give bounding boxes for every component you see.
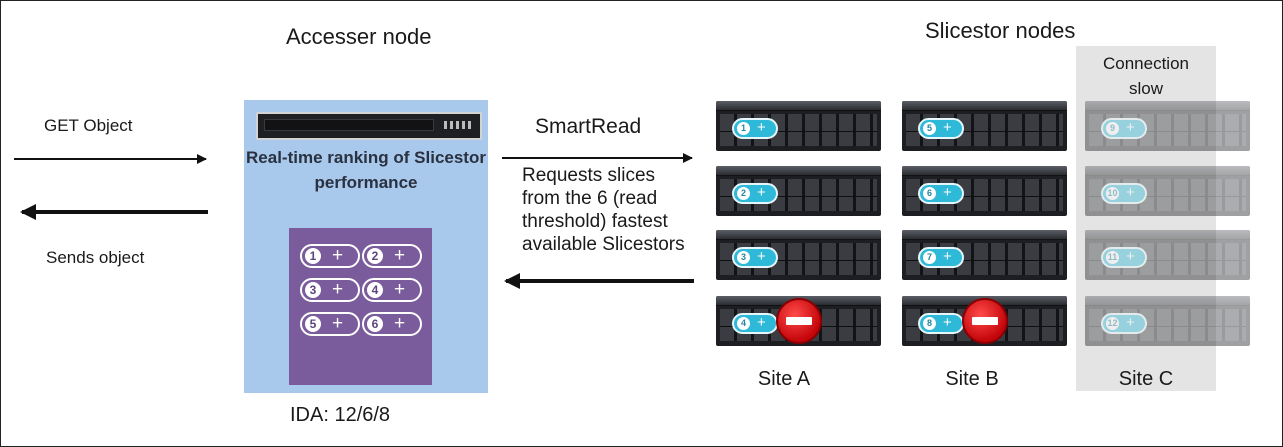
plus-icon: + [943,248,952,265]
smartread-label: SmartRead [535,115,642,138]
slicestor-number: 8 [923,317,936,330]
slicestor-badge: 9+ [1101,118,1147,139]
smartread-description-line-3: threshold) fastest [522,211,668,232]
slow-connection-highlight [1076,46,1216,391]
no-entry-icon [962,298,1008,344]
plus-icon: + [332,245,344,266]
plus-icon: + [757,184,766,201]
smartread-description-line-1: Requests slices [522,165,656,186]
plus-icon: + [394,245,406,266]
get-object-label: GET Object [44,116,133,135]
ranked-slicestor-number: 6 [367,316,383,332]
accesser-server-icon [256,112,482,140]
plus-icon: + [394,279,406,300]
ranked-slicestor-number: 1 [305,248,321,264]
plus-icon: + [757,119,766,136]
slicestor-badge: 1+ [732,118,778,139]
slicestor-server-3: 3+ [716,230,881,280]
plus-icon: + [332,313,344,334]
slicestor-badge: 7+ [918,247,964,268]
slicestor-badge: 3+ [732,247,778,268]
slicestor-number: 6 [923,187,936,200]
ranked-slicestor-5: 5+ [300,312,360,336]
plus-icon: + [943,184,952,201]
slicestor-server-7: 7+ [902,230,1067,280]
plus-icon: + [394,313,406,334]
slicestor-number: 10 [1106,187,1119,200]
ranked-slicestor-number: 3 [305,282,321,298]
slicestor-number: 11 [1106,251,1119,264]
ranked-slicestor-6: 6+ [362,312,422,336]
slicestor-badge: 2+ [732,183,778,204]
plus-icon: + [757,248,766,265]
slicestor-badge: 4+ [732,313,778,334]
plus-icon: + [943,119,952,136]
slicestor-server-6: 6+ [902,166,1067,216]
connection-slow-line-1: Connection [1102,54,1189,73]
ranking-title: Real-time ranking of Slicestor performan… [246,148,486,192]
slicestor-number: 3 [737,251,750,264]
accesser-node-title: Accesser node [286,24,432,49]
plus-icon: + [1126,184,1135,201]
slicestor-server-11: 11 + [1085,230,1250,280]
slicestor-number: 7 [923,251,936,264]
slicestor-server-10: 10 + [1085,166,1250,216]
ranked-slicestor-2: 2+ [362,244,422,268]
plus-icon: + [757,314,766,331]
site-a-label: Site A [757,368,811,390]
plus-icon: + [332,279,344,300]
slicestor-server-5: 5+ [902,101,1067,151]
ida-label: IDA: 12/6/8 [290,404,391,426]
slicestor-server-2: 2+ [716,166,881,216]
plus-icon: + [1126,314,1135,331]
slicestor-badge: 6+ [918,183,964,204]
smartread-description-line-2: from the 6 (read [522,188,658,209]
slicestor-nodes-title: Slicestor nodes [925,18,1076,43]
ranked-slicestor-number: 2 [367,248,383,264]
plus-icon: + [943,314,952,331]
slicestor-badge: 11 + [1101,247,1147,268]
sends-object-label: Sends object [46,248,145,267]
no-entry-icon [776,298,822,344]
ranked-slicestor-1: 1+ [300,244,360,268]
ranked-slicestor-number: 5 [305,316,321,332]
slicestor-badge: 5+ [918,118,964,139]
slicestor-number: 9 [1106,122,1119,135]
ranked-slicestor-3: 3+ [300,278,360,302]
ranked-slicestor-number: 4 [367,282,383,298]
slicestor-number: 4 [737,317,750,330]
slicestor-badge: 12 + [1101,313,1147,334]
connection-slow-line-2: slow [1128,79,1163,98]
ranked-slicestor-4: 4+ [362,278,422,302]
smartread-description-line-4: available Slicestors [522,234,685,255]
site-c-label: Site C [1118,368,1174,390]
slicestor-server-12: 12 + [1085,296,1250,346]
slicestor-number: 5 [923,122,936,135]
slicestor-server-9: 9+ [1085,101,1250,151]
slicestor-server-1: 1+ [716,101,881,151]
plus-icon: + [1126,248,1135,265]
slicestor-number: 2 [737,187,750,200]
site-b-label: Site B [945,368,999,390]
slicestor-badge: 10 + [1101,183,1147,204]
plus-icon: + [1126,119,1135,136]
slicestor-badge: 8+ [918,313,964,334]
slicestor-number: 12 [1106,317,1119,330]
slicestor-number: 1 [737,122,750,135]
